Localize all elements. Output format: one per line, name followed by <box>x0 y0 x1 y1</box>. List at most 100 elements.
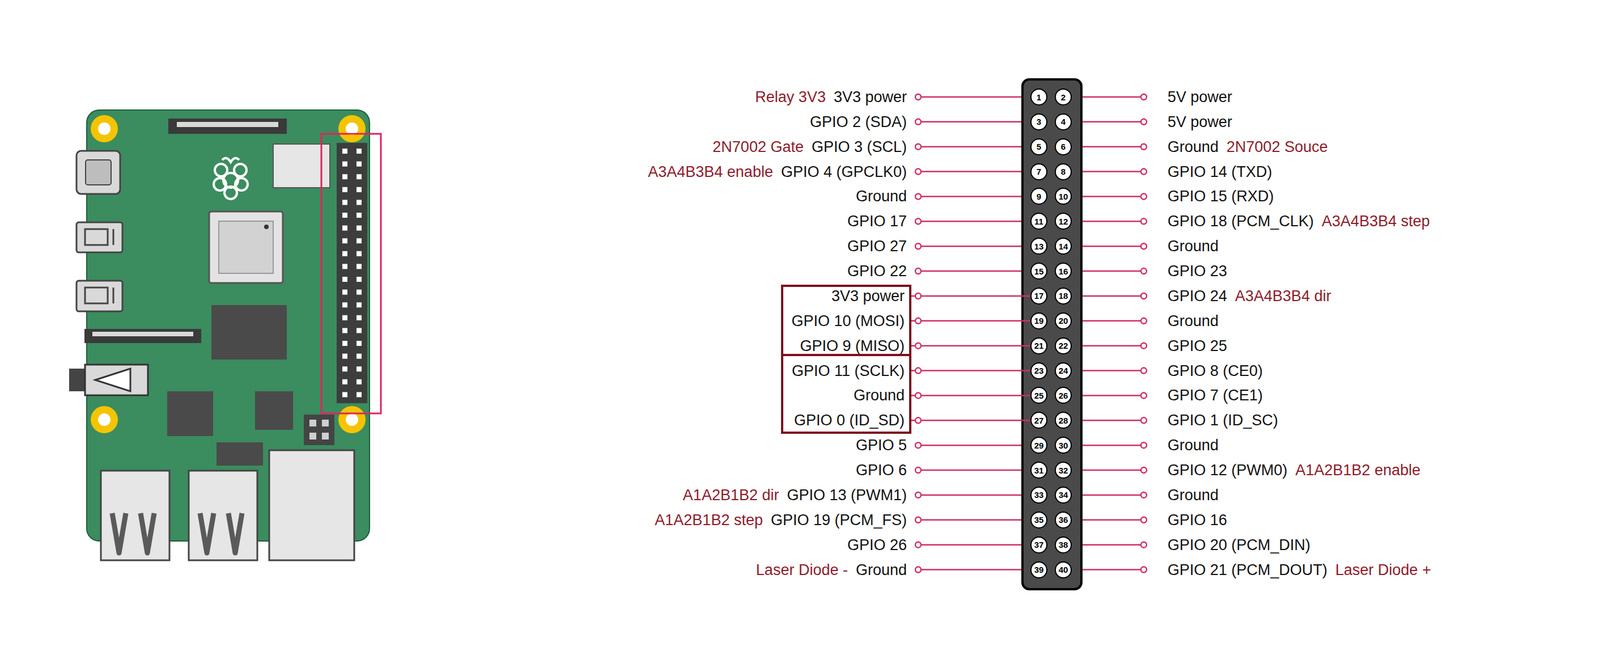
drawing-part <box>356 238 362 244</box>
drawing-part <box>76 280 123 312</box>
drawing-part <box>915 119 922 125</box>
drawing-part <box>921 469 1031 471</box>
pin-circle: 1 <box>1030 88 1048 106</box>
drawing-part <box>915 268 922 274</box>
drawing-part <box>915 342 922 349</box>
leader-connector <box>911 344 1031 347</box>
drawing-part <box>921 195 1031 198</box>
pin-circle: 24 <box>1054 362 1072 380</box>
leader-connector <box>911 394 1031 397</box>
pin-number: 5 <box>1036 142 1042 151</box>
wiring-note: 2N7002 Souce <box>1226 137 1328 156</box>
pin-number: 20 <box>1058 316 1069 325</box>
pin-number: 9 <box>1036 192 1042 201</box>
drawing-part <box>84 328 202 343</box>
pin-circle: 4 <box>1054 113 1072 131</box>
drawing-part <box>338 405 366 434</box>
pin-label: 3V3 power <box>833 87 907 106</box>
drawing-part <box>356 366 362 372</box>
drawing-part <box>345 413 359 426</box>
drawing-part <box>321 133 381 414</box>
pin-number: 8 <box>1060 167 1066 176</box>
pin-number: 38 <box>1058 540 1069 549</box>
drawing-part <box>188 470 258 560</box>
pin-circle: 3 <box>1030 113 1048 131</box>
pin-number: 12 <box>1058 217 1069 226</box>
drawing-part <box>1140 367 1147 374</box>
drawing-part <box>1140 243 1147 249</box>
pin-label: GPIO 2 (SDA) <box>809 112 907 131</box>
label-box: 3V3 powerGPIO 10 (MOSI)GPIO 9 (MISO) <box>781 284 912 356</box>
drawing-part <box>921 170 1031 173</box>
drawing-part <box>342 161 348 167</box>
pin-number: 3 <box>1036 117 1042 126</box>
drawing-part <box>915 392 922 398</box>
drawing-part <box>356 251 362 257</box>
drawing-part <box>92 331 194 337</box>
pin-circle: 38 <box>1054 536 1072 554</box>
drawing-part <box>342 353 348 359</box>
pin-circle: 30 <box>1054 436 1072 454</box>
drawing-part <box>915 193 922 199</box>
drawing-part <box>342 302 348 308</box>
drawing-part <box>921 96 1031 99</box>
pin-number: 1 <box>1036 92 1042 102</box>
drawing-part <box>222 158 240 163</box>
drawing-part <box>915 516 922 523</box>
drawing-part <box>915 367 922 374</box>
drawing-part <box>356 212 362 218</box>
pin-number: 22 <box>1058 341 1069 350</box>
drawing-part <box>356 225 362 231</box>
drawing-part <box>1140 541 1147 548</box>
pin-circle: 5 <box>1030 138 1048 156</box>
pin-number: 7 <box>1036 167 1042 176</box>
pin-number: 17 <box>1034 291 1044 300</box>
pin-label: GPIO 0 (ID_SD) <box>794 410 905 430</box>
drawing-part <box>915 491 922 498</box>
drawing-part <box>214 163 228 177</box>
drawing-part <box>356 263 362 269</box>
drawing-part <box>342 391 348 397</box>
drawing-part <box>269 450 355 560</box>
drawing-part <box>1140 491 1147 498</box>
drawing-part <box>342 289 348 295</box>
pin-label: GPIO 1 (ID_SC) <box>1167 410 1279 430</box>
pin-circle: 34 <box>1054 486 1072 504</box>
drawing-part <box>921 145 1031 148</box>
drawing-part <box>218 221 274 274</box>
drawing-part <box>76 150 121 194</box>
drawing-part <box>342 327 348 333</box>
pin-circle: 23 <box>1030 362 1048 380</box>
pin-circle: 31 <box>1030 461 1048 479</box>
drawing-part <box>915 417 922 423</box>
drawing-part <box>921 444 1031 447</box>
drawing-part <box>921 568 1031 571</box>
drawing-part <box>228 512 243 553</box>
pin-circle: 18 <box>1054 287 1072 305</box>
pin-number: 14 <box>1058 242 1069 251</box>
leader-connector <box>911 295 1031 297</box>
drawing-part <box>356 379 362 385</box>
drawing-part <box>234 163 247 177</box>
pin-label: GPIO 21 (PCM_DOUT) <box>1167 560 1328 579</box>
pin-label: GPIO 10 (MOSI) <box>791 311 905 330</box>
pin-number: 30 <box>1058 440 1069 450</box>
drawing-part <box>1140 417 1147 423</box>
pin-number: 21 <box>1034 341 1044 350</box>
leader-connector <box>911 320 1031 322</box>
pin-label: GPIO 5 <box>855 435 907 454</box>
pin-label: GPIO 24 <box>1167 286 1228 305</box>
pin-circle: 6 <box>1054 138 1072 156</box>
drawing-part <box>85 159 112 185</box>
drawing-part <box>176 121 279 127</box>
drawing-part <box>303 414 335 445</box>
drawing-part <box>342 212 348 218</box>
leader-connector <box>911 419 1031 422</box>
pin-circle: 7 <box>1030 163 1048 181</box>
wiring-note: A3A4B3B4 enable <box>647 162 774 181</box>
drawing-part <box>1140 168 1147 175</box>
pin-label: Ground <box>855 560 907 579</box>
pin-label: Ground <box>1167 236 1219 256</box>
drawing-part <box>915 467 922 473</box>
